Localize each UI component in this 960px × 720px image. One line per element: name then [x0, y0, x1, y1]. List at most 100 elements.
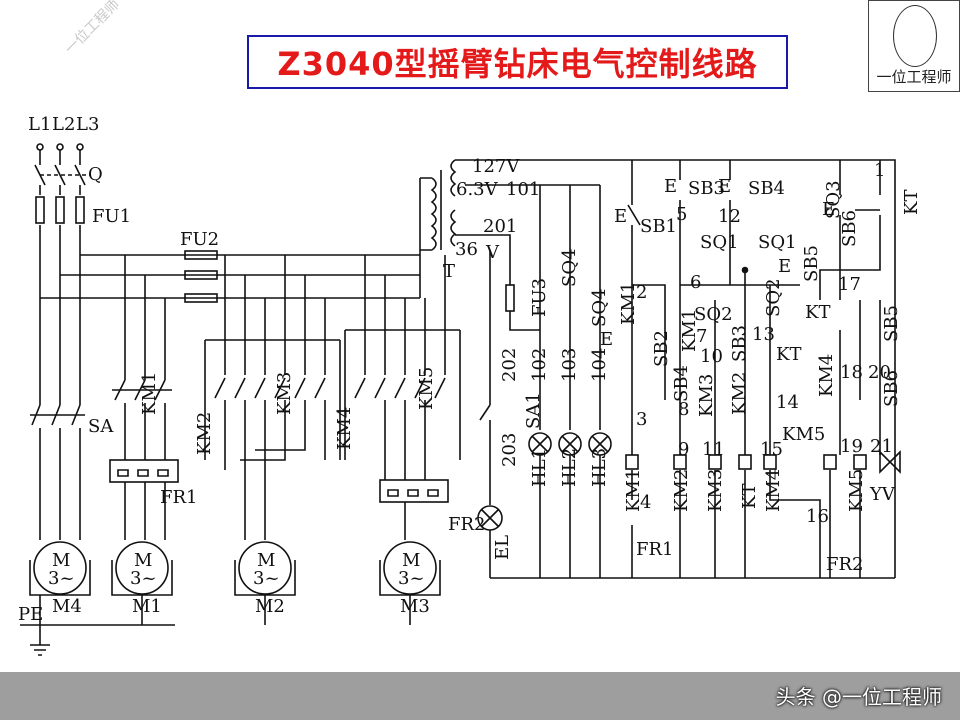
- label-n13: 13: [752, 324, 775, 345]
- control-coil-lines: [679, 470, 861, 578]
- motor-m3: [383, 541, 437, 595]
- label-km1-coil: KM1: [623, 469, 644, 512]
- logo-name: 一位工程师: [876, 68, 952, 86]
- label-n20: 20: [868, 362, 891, 383]
- motor-m4: [33, 541, 87, 595]
- label-101: 101: [506, 179, 540, 200]
- control-km1-rung: [631, 160, 666, 578]
- motor-m2: [238, 541, 292, 595]
- label-hl1: HL1: [529, 448, 550, 487]
- label-n11: 11: [702, 439, 725, 460]
- label-n18: 18: [840, 362, 863, 383]
- label-pe: PE: [18, 604, 43, 625]
- fuse-fu2-1: [184, 250, 218, 260]
- coil-kt: [738, 454, 752, 470]
- label-fr1-ctl: FR1: [636, 539, 674, 560]
- coil-km3: [708, 454, 722, 470]
- label-sq3: SQ3: [823, 180, 844, 219]
- label-l1: L1: [28, 114, 51, 135]
- circuit-201: [455, 234, 511, 285]
- switch-sa: [30, 404, 85, 540]
- phase-l3-wire: [74, 150, 86, 195]
- km4-km5-interlock: [344, 329, 461, 480]
- label-n12: 12: [718, 206, 741, 227]
- fuse-fu2-3: [184, 293, 218, 303]
- phase-l2-wire: [54, 150, 66, 195]
- junction-6: [741, 266, 749, 274]
- label-e-sb3: E: [664, 176, 677, 197]
- label-sq1-a: SQ1: [700, 232, 739, 253]
- label-km4-coil: KM4: [763, 469, 784, 512]
- km5-contacts: [414, 377, 446, 399]
- coil-yv: [853, 454, 867, 470]
- label-201: 201: [483, 216, 517, 237]
- pe-line: [20, 595, 411, 656]
- label-kt-top: KT: [901, 190, 922, 215]
- motor-m4-phase: 3~: [48, 568, 75, 589]
- label-203: 203: [499, 433, 520, 467]
- label-n14: 14: [776, 392, 799, 413]
- label-n7: 7: [696, 326, 707, 347]
- km1-feed: [124, 255, 166, 380]
- lamp-el-cross: [480, 508, 500, 528]
- label-n5: 5: [676, 204, 687, 225]
- fuse-fu2-2: [184, 270, 218, 280]
- fuse-fu1-3: [75, 196, 85, 224]
- km2-contacts: [214, 377, 266, 399]
- km2-km3-feed: [224, 255, 306, 375]
- coil-km2: [673, 454, 687, 470]
- label-sb3-side: SB3: [729, 325, 750, 362]
- fuse-fu1-1: [35, 196, 45, 224]
- label-202: 202: [499, 348, 520, 382]
- motor-m3-letter: M: [402, 550, 420, 571]
- label-km2-contact: KM2: [729, 372, 750, 415]
- transformer-secondary: [440, 159, 457, 250]
- label-sq2-a: SQ2: [694, 304, 733, 325]
- label-n16: 16: [806, 506, 829, 527]
- label-fu2: FU2: [180, 229, 219, 250]
- label-km3-power: KM3: [274, 372, 295, 415]
- coil-km5: [823, 454, 837, 470]
- label-km5-power: KM5: [416, 367, 437, 410]
- label-e-sb5: E: [778, 256, 791, 277]
- transformer-primary: [420, 177, 437, 251]
- label-e-sb6: E: [822, 199, 835, 220]
- motor-housings: [29, 560, 441, 596]
- label-127v: 127V: [472, 156, 520, 177]
- label-fu1: FU1: [92, 206, 131, 227]
- label-n19: 19: [840, 436, 863, 457]
- lamp-hl2: [558, 432, 582, 456]
- label-fr2-ctl: FR2: [826, 554, 864, 575]
- phase-l1-wire: [34, 150, 46, 195]
- label-63v: 6.3V: [456, 179, 499, 200]
- valve-yv: [879, 450, 901, 474]
- label-sb4-top: SB4: [748, 178, 785, 199]
- label-q: Q: [88, 164, 103, 185]
- label-sa: SA: [88, 416, 114, 437]
- label-n2: 2: [636, 282, 647, 303]
- relay-fr1: [109, 459, 179, 483]
- label-sa1: SA1: [523, 392, 544, 429]
- label-sb2: SB2: [651, 330, 672, 367]
- label-n17: 17: [838, 274, 861, 295]
- phase-drops: [39, 225, 81, 405]
- label-km5-coil: KM5: [846, 469, 867, 512]
- label-fr1: FR1: [160, 487, 198, 508]
- label-sb5-b: SB5: [881, 305, 902, 342]
- switch-sa1: [479, 404, 491, 421]
- fr1-elements: [117, 469, 169, 540]
- pushbutton-sb1: [627, 204, 641, 226]
- label-km1-power: KM1: [139, 372, 160, 415]
- lamp-el: [477, 505, 503, 531]
- label-kt-b: KT: [776, 344, 801, 365]
- label-yv: YV: [869, 484, 896, 505]
- label-km1-contact: KM1: [679, 309, 700, 352]
- label-n3: 3: [636, 409, 647, 430]
- label-e-sb4: E: [718, 176, 731, 197]
- label-kt-coil: KT: [739, 484, 760, 509]
- relay-fr2: [379, 479, 449, 503]
- coil-km1: [625, 454, 639, 470]
- label-km3-coil: KM3: [705, 469, 726, 512]
- label-m1: M1: [132, 596, 162, 617]
